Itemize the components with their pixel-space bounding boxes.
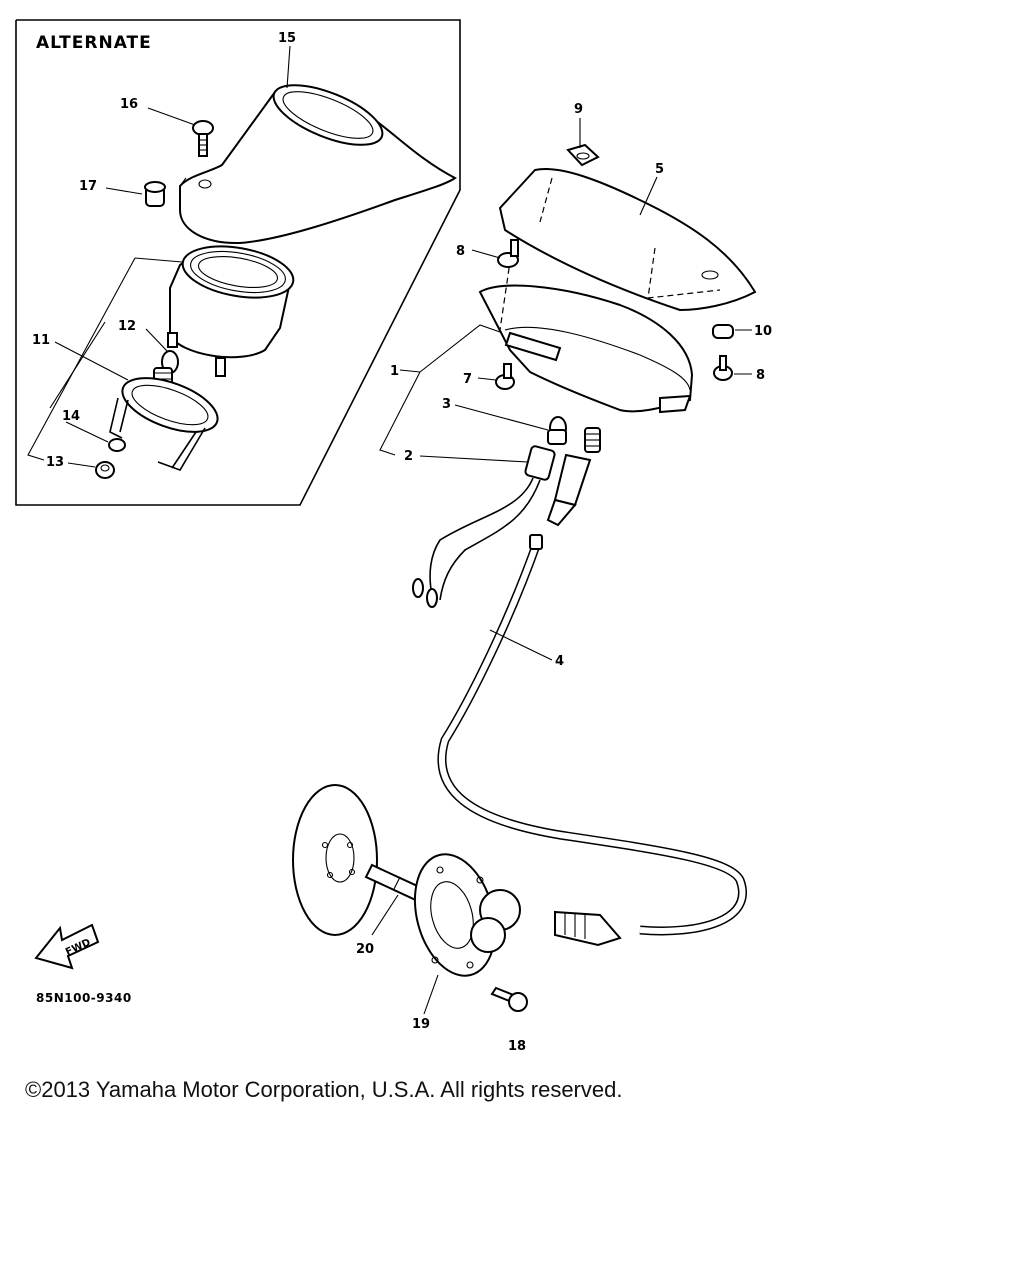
- screw-7: [495, 363, 515, 390]
- bracket-11: [109, 377, 219, 471]
- callout-15: 15: [278, 31, 296, 46]
- callout-8a: 8: [456, 244, 465, 259]
- callout-20: 20: [356, 942, 374, 957]
- fwd-arrow-icon: FWD: [34, 923, 100, 970]
- callout-19: 19: [412, 1017, 430, 1032]
- grommet-17: [144, 181, 166, 207]
- bulb-3: [547, 416, 567, 445]
- nut-13: [95, 461, 115, 479]
- meter-cover-5: [498, 168, 757, 312]
- callout-7: 7: [463, 372, 472, 387]
- bolt-18: [490, 986, 528, 1012]
- callout-3: 3: [442, 397, 451, 412]
- grommet-10: [712, 324, 734, 339]
- inset-title: ALTERNATE: [36, 33, 152, 53]
- diagram-code: 85N100-9340: [36, 991, 132, 1005]
- bulb-socket-2: [412, 445, 556, 608]
- callout-2: 2: [404, 449, 413, 464]
- callout-18: 18: [508, 1039, 526, 1054]
- callout-16: 16: [120, 97, 138, 112]
- callout-12: 12: [118, 319, 136, 334]
- callout-17: 17: [79, 179, 97, 194]
- callout-5: 5: [655, 162, 664, 177]
- callout-11: 11: [32, 333, 50, 348]
- screw-8-lower: [713, 355, 733, 381]
- nut-9: [566, 143, 600, 167]
- callout-9: 9: [574, 102, 583, 117]
- callout-4: 4: [555, 654, 564, 669]
- callout-13: 13: [46, 455, 64, 470]
- copyright-notice: ©2013 Yamaha Motor Corporation, U.S.A. A…: [25, 1077, 623, 1102]
- gear-unit-19: [413, 853, 521, 977]
- inset-border: [15, 19, 461, 506]
- parts-diagram: ALTERNATE: [15, 19, 772, 1054]
- bolt-16: [192, 120, 214, 157]
- visor-part: [179, 84, 457, 245]
- callout-10: 10: [754, 324, 772, 339]
- cable-connector: [546, 427, 601, 527]
- callout-8b: 8: [756, 368, 765, 383]
- alternate-inset: ALTERNATE: [15, 19, 461, 506]
- screw-8-upper: [497, 239, 519, 268]
- callout-1: 1: [390, 364, 399, 379]
- gauge-body: [167, 245, 295, 377]
- brake-disc: [292, 784, 378, 936]
- callout-14: 14: [62, 409, 80, 424]
- speedometer-cable-4: [437, 534, 747, 947]
- washer-14: [108, 438, 126, 452]
